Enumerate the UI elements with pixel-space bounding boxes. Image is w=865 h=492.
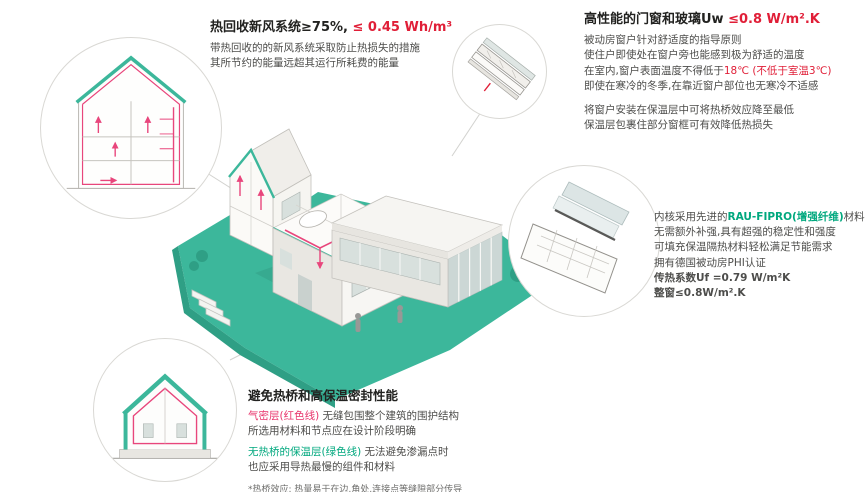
gasket-line <box>554 209 616 241</box>
windows-temp-value: 18℃ (不低于室温3℃) <box>723 64 832 77</box>
profile-body-line: 拥有德国被动房PHI认证 <box>654 256 766 269</box>
hrv-title-value: ≤ 0.45 Wh/m³ <box>352 20 453 35</box>
person-figure <box>355 313 361 332</box>
windows-body-line: 保温层包裹住部分窗框可有效降低热损失 <box>584 119 773 132</box>
hrv-section-illustration <box>66 55 196 189</box>
profile-line1-text: 内核采用先进的 <box>654 211 728 223</box>
profile-body-line: 无需额外补强,具有超强的稳定性和强度 <box>654 226 836 239</box>
thermal-envelope-illustration <box>107 373 223 459</box>
windows-temp-text: 在室内,窗户表面温度不得低于 <box>584 64 724 77</box>
window-corner-illustration <box>467 37 536 101</box>
hrv-body-line: 其所节约的能量远超其运行所耗费的能量 <box>210 57 399 70</box>
windows-text-block: 高性能的门窗和玻璃Uw ≤0.8 W/m².K 被动房窗户针对舒适度的指导原则 … <box>584 12 862 134</box>
profile-body-line: 可填充保温隔热材料轻松满足节能需求 <box>654 241 833 254</box>
glass-wing-section <box>330 195 504 308</box>
person-figure <box>397 305 403 323</box>
airtight-line-red <box>132 387 198 445</box>
thermal-body-line: 也应采用导热最慢的组件和材料 <box>248 461 395 474</box>
windows-title: 高性能的门窗和玻璃Uw ≤0.8 W/m².K <box>584 12 862 28</box>
windows-title-value: ≤0.8 W/m².K <box>728 12 820 27</box>
thermal-body-line: 所选用材料和节点应在设计阶段明确 <box>248 424 416 437</box>
airtight-line <box>81 63 181 185</box>
detail-pointer-arrow <box>483 82 491 92</box>
glazing-pane <box>561 181 630 226</box>
thermal-text-block: 避免热桥和高保温密封性能 气密层(红色线) 无缝包围整个建筑的围护结构 所选用材… <box>248 388 588 492</box>
profile-material-name: RAU-FIPRO(增强纤维) <box>727 211 844 223</box>
thermal-insulation-line: 无热桥的保温层(绿色线) 无法避免渗漏点时 <box>248 445 588 460</box>
profile-uw-value: 整窗≤0.8W/m².K <box>654 287 746 300</box>
windows-body-line: 被动房窗户针对舒适度的指导原则 <box>584 34 742 47</box>
thermal-airtight-line: 气密层(红色线) 无缝包围整个建筑的围护结构 <box>248 409 588 424</box>
windows-body-line: 使住户即使处在窗户旁也能感到极为舒适的温度 <box>584 49 805 62</box>
windows-body-line: 将窗户安装在保温层中可将热桥效应降至最低 <box>584 104 794 117</box>
hrv-body-line: 带热回收的的新风系统采取防止热损失的措施 <box>210 42 420 55</box>
hrv-title-text: 热回收新风系统≥75%, <box>210 20 353 35</box>
insulation-layer-text: 无法避免渗漏点时 <box>361 446 449 459</box>
windows-temp-line: 在室内,窗户表面温度不得低于18℃ (不低于室温3℃) <box>584 64 862 79</box>
bathtub <box>299 210 327 228</box>
roof-insulation-line <box>75 55 187 104</box>
profile-uf-value: 传热系数Uf =0.79 W/m²K <box>654 271 791 284</box>
hrv-title: 热回收新风系统≥75%, ≤ 0.45 Wh/m³ <box>210 20 560 36</box>
profile-line1-suffix: 材料 <box>843 211 865 223</box>
thermal-envelope-circle <box>93 338 237 482</box>
profile-text-block: 内核采用先进的RAU-FIPRO(增强纤维)材料 无需额外补强,具有超强的稳定性… <box>654 210 865 301</box>
insulation-layer-label: 无热桥的保温层(绿色线) <box>248 446 362 459</box>
window-corner-circle <box>452 24 547 119</box>
thermal-title: 避免热桥和高保温密封性能 <box>248 388 399 403</box>
windows-body-line: 即使在寒冷的冬季,在靠近窗户部位也无寒冷不适感 <box>584 79 819 92</box>
windows-title-text: 高性能的门窗和玻璃Uw <box>584 12 729 27</box>
window-profile-circle <box>508 165 660 317</box>
insulation-line-green <box>122 373 208 416</box>
profile-line-1: 内核采用先进的RAU-FIPRO(增强纤维)材料 <box>654 210 865 225</box>
airtight-layer-text: 无缝包围整个建筑的围护结构 <box>319 409 460 422</box>
thermal-footnote: *热桥效应: 热量易于在边,角处,连接点等缝隙部分传导 <box>248 484 463 492</box>
hrv-section-circle <box>40 37 222 219</box>
airtight-layer-label: 气密层(红色线) <box>248 409 320 422</box>
window-profile-illustration <box>520 181 630 294</box>
hrv-text-block: 热回收新风系统≥75%, ≤ 0.45 Wh/m³ 带热回收的的新风系统采取防止… <box>210 20 560 72</box>
